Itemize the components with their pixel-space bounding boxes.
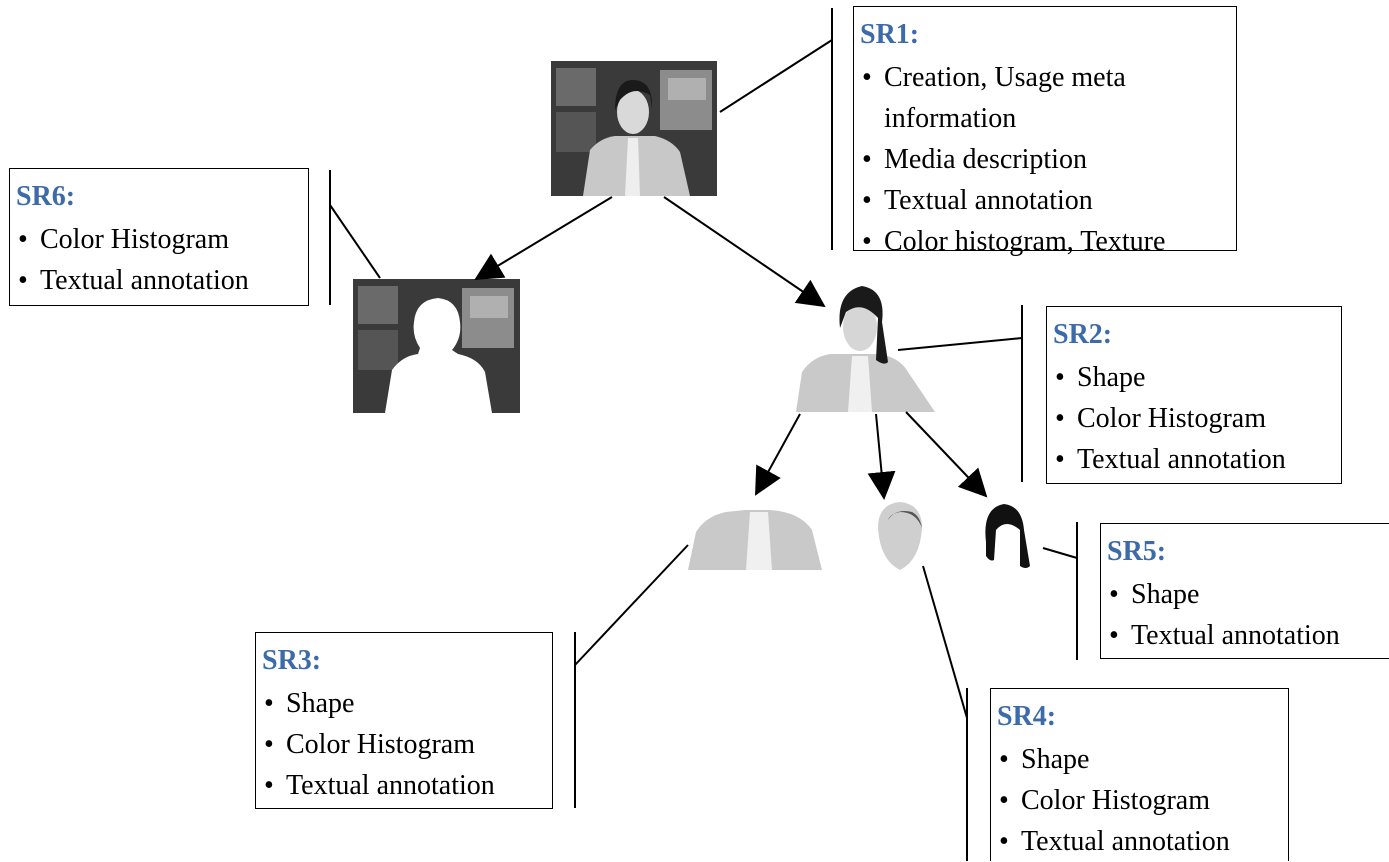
arrow-to-background <box>474 196 613 281</box>
arrows <box>474 196 988 500</box>
arrow-to-hair <box>905 411 988 498</box>
sr4-item: Textual annotation <box>997 821 1282 862</box>
sr1-item: Color histogram, Texture <box>860 221 1230 262</box>
sr3-item: Color Histogram <box>262 724 546 765</box>
sr2-item: Shape <box>1053 357 1335 398</box>
arrow-to-person <box>663 196 826 308</box>
sr6-item: Textual annotation <box>16 260 302 301</box>
sr3-item: Shape <box>262 683 546 724</box>
sr1-item: Textual annotation <box>860 180 1230 221</box>
sr2-item: Textual annotation <box>1053 439 1335 480</box>
sr1-item: information <box>884 103 1017 134</box>
sr2-box: SR2: Shape Color Histogram Textual annot… <box>1046 306 1342 484</box>
sr5-item: Shape <box>1107 574 1383 615</box>
sr2-list: Shape Color Histogram Textual annotation <box>1053 357 1335 480</box>
sr3-title: SR3: <box>262 645 322 676</box>
sr6-list: Color Histogram Textual annotation <box>16 219 302 301</box>
sr1-item: Media description <box>860 139 1230 180</box>
sr2-title: SR2: <box>1053 319 1113 350</box>
sr3-item: Textual annotation <box>262 765 546 806</box>
arrow-to-face <box>867 413 896 500</box>
body-segment-image <box>688 510 822 570</box>
person-segment-image <box>796 286 935 412</box>
sr4-box: SR4: Shape Color Histogram Textual annot… <box>990 688 1289 862</box>
sr5-list: Shape Textual annotation <box>1107 574 1383 656</box>
sr3-list: Shape Color Histogram Textual annotation <box>262 683 546 806</box>
face-segment-image <box>878 502 922 570</box>
sr1-box: SR1: Creation, Usage meta information Me… <box>853 6 1237 262</box>
sr4-list: Shape Color Histogram Textual annotation <box>997 739 1282 862</box>
sr6-title: SR6: <box>16 181 76 212</box>
sr2-item: Color Histogram <box>1053 398 1335 439</box>
sr1-title: SR1: <box>860 19 920 50</box>
arrow-to-body <box>755 413 801 496</box>
sr5-item: Textual annotation <box>1107 615 1383 656</box>
sr6-box: SR6: Color Histogram Textual annotation <box>9 168 309 306</box>
hair-segment-image <box>985 504 1030 568</box>
sr4-item: Color Histogram <box>997 780 1282 821</box>
sr3-box: SR3: Shape Color Histogram Textual annot… <box>255 632 553 809</box>
sr5-box: SR5: Shape Textual annotation <box>1100 523 1389 659</box>
background-segment-image <box>353 279 520 413</box>
sr1-item: Creation, Usage meta <box>860 57 1230 98</box>
callout-lines <box>329 8 1078 861</box>
sr4-item: Shape <box>997 739 1282 780</box>
sr1-list: Creation, Usage meta information Media d… <box>860 57 1230 262</box>
sr5-title: SR5: <box>1107 536 1167 567</box>
sr6-item: Color Histogram <box>16 219 302 260</box>
sr4-title: SR4: <box>997 701 1057 732</box>
full-frame-image <box>551 61 717 196</box>
